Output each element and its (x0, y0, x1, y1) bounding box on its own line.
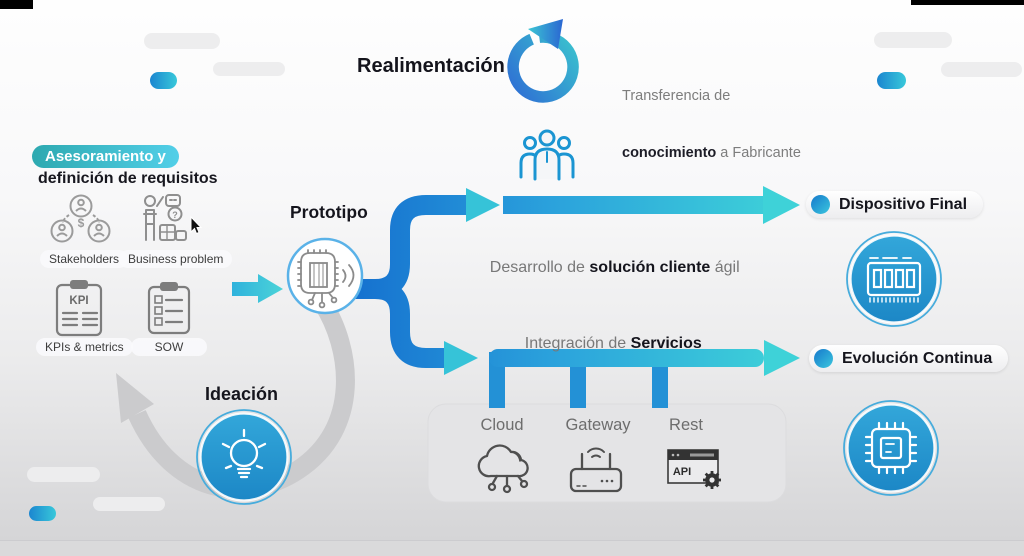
stakeholders-label: Stakeholders (40, 250, 129, 268)
decor-pill-blue (29, 506, 56, 521)
requirements-to-prototype-arrow (232, 274, 283, 303)
rest-api-icon: API (667, 449, 721, 489)
dollar-glyph: $ (78, 216, 85, 230)
decor-pill-blue (150, 72, 177, 89)
decor-pill (874, 32, 952, 48)
flow-bar-integration (489, 349, 764, 367)
prototype-label: Prototipo (290, 202, 368, 222)
ram-icon (866, 257, 922, 303)
gear-icon (703, 471, 721, 489)
device-node (846, 231, 942, 327)
sow-label: SOW (131, 338, 207, 356)
evolution-node (843, 400, 939, 496)
sow-icon (147, 282, 191, 335)
cloud-icon (477, 444, 529, 494)
flow-branch-up (352, 195, 466, 299)
business-problem-icon: ? (143, 194, 187, 241)
ideation-label: Ideación (205, 384, 279, 404)
gateway-label: Gateway (565, 416, 631, 434)
knowledge-transfer-text: Transferencia de conocimiento a Fabrican… (622, 88, 801, 161)
decor-pill-blue (877, 72, 906, 89)
feedback-cycle-icon (507, 19, 579, 103)
lightbulb-icon (221, 428, 267, 479)
arrowhead (764, 340, 800, 376)
advisory-badge: Asesoramiento y (32, 145, 179, 168)
team-icon (519, 129, 575, 181)
device-final-label: Dispositivo Final (839, 195, 968, 213)
arrowhead (763, 186, 800, 224)
continuous-evolution-label: Evolución Continua (842, 349, 993, 367)
arrowhead (466, 188, 500, 222)
decor-pill (93, 497, 165, 511)
kpi-icon: KPI (55, 280, 103, 337)
decor-pill (213, 62, 285, 76)
letterbox-bar-right (911, 0, 1024, 5)
pill-dot (811, 195, 830, 214)
feedback-title: Realimentación (357, 55, 505, 77)
mouse-cursor (190, 215, 203, 235)
prototype-node (286, 237, 364, 315)
iot-chip-icon (297, 249, 355, 309)
integration-flow-label: Integración de Servicios (524, 335, 702, 352)
arrowhead (444, 341, 478, 375)
api-glyph: API (673, 466, 691, 478)
ideation-node (196, 409, 292, 505)
cpu-icon (864, 421, 918, 475)
pill-dot (814, 349, 833, 368)
continuous-evolution-pill: Evolución Continua (809, 345, 1009, 372)
stakeholders-icon: $ (50, 194, 111, 243)
question-glyph: ? (172, 210, 178, 220)
rest-label: Rest (669, 416, 703, 434)
ideation-loop-arrow (116, 296, 355, 499)
decor-pill (144, 33, 220, 49)
flow-bar-development (503, 196, 763, 214)
device-final-pill: Dispositivo Final (806, 191, 984, 218)
flow-branch-down (352, 279, 444, 368)
gateway-icon (569, 447, 623, 493)
flow-arrows (232, 186, 800, 408)
kpi-glyph: KPI (69, 295, 88, 307)
development-flow-label: Desarrollo de solución cliente ágil (489, 259, 740, 276)
decor-pill (941, 62, 1022, 77)
advisory-subtitle: definición de requisitos (38, 170, 218, 187)
letterbox-bar-left (0, 0, 33, 9)
cloud-label: Cloud (480, 416, 524, 434)
business-problem-label: Business problem (119, 250, 233, 268)
kpis-label: KPIs & metrics (36, 338, 133, 356)
bottom-strip (0, 540, 1024, 556)
decor-pill (27, 467, 100, 482)
